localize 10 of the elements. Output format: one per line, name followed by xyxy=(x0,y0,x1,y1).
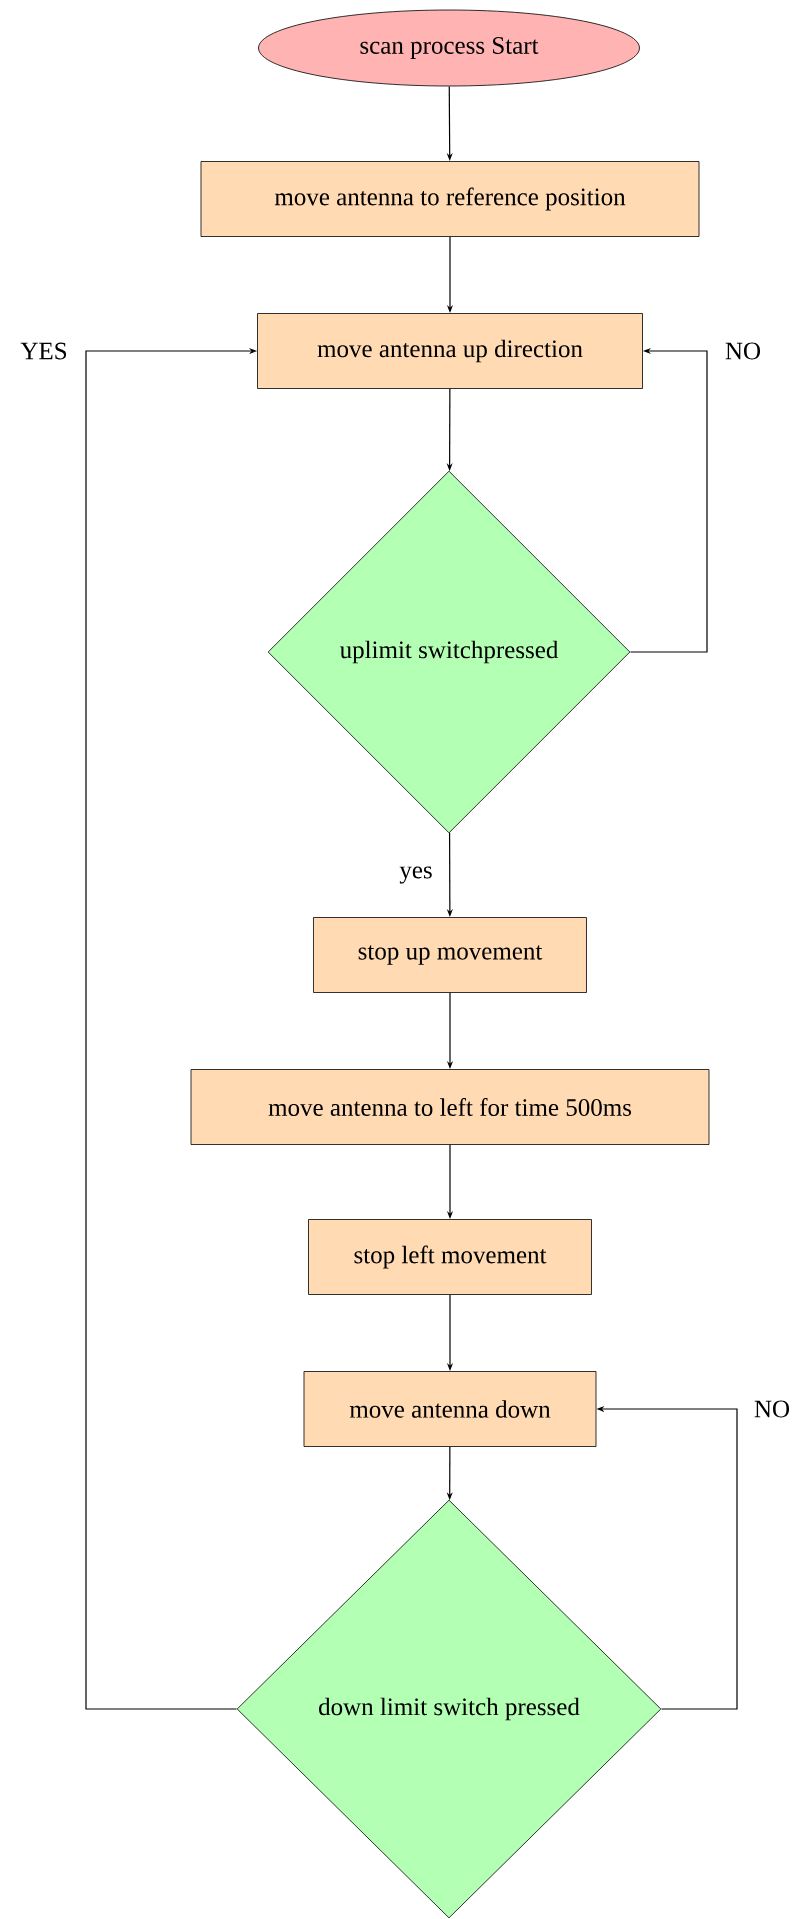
edge-label: yes xyxy=(397,864,435,886)
process-box: stop up movement xyxy=(313,917,587,993)
edge-label: NO xyxy=(751,1398,793,1420)
edge-label: YES xyxy=(18,340,70,362)
edge-label: NO xyxy=(722,340,764,362)
process-box: move antenna down xyxy=(303,1371,597,1447)
process-box: move antenna to left for time 500ms xyxy=(190,1069,710,1145)
process-box: move antenna up direction xyxy=(257,313,643,389)
process-box: move antenna to reference position xyxy=(200,161,700,237)
process-box: stop left movement xyxy=(308,1219,592,1295)
